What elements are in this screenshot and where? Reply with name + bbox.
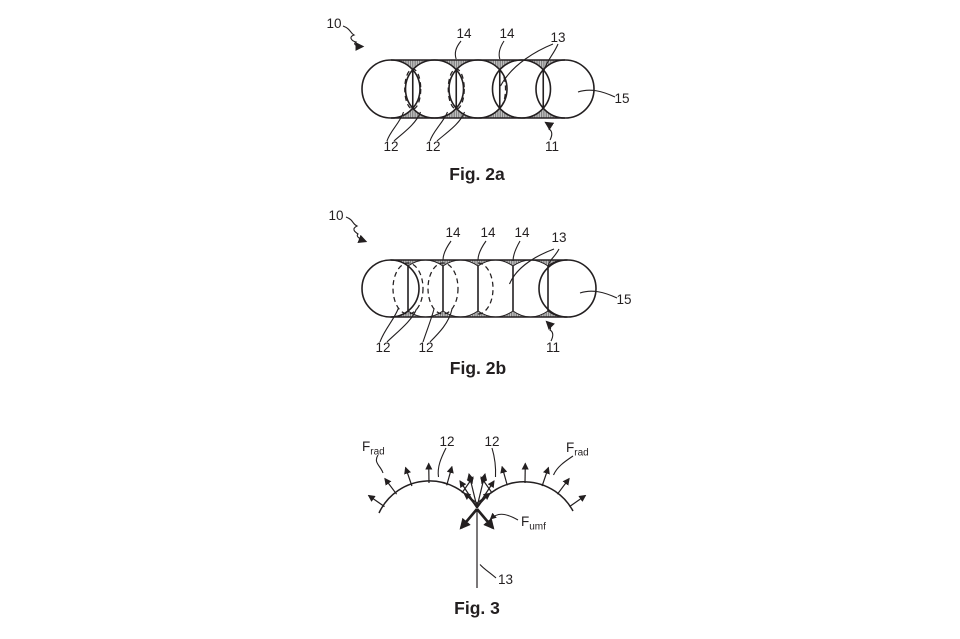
cusp-fan-arrows [459, 472, 495, 508]
leader-12b-left-2b [422, 308, 435, 343]
leader-13-long-2a [500, 43, 554, 87]
leader-12a-right-2b [386, 308, 418, 343]
ref-12a-2b: 12 [375, 340, 390, 355]
caption-fig-3: Fig. 3 [454, 598, 500, 618]
leader-lines-2a [342, 25, 616, 142]
junction-webs-2b [407, 266, 549, 311]
ref-11-2a: 11 [545, 139, 559, 154]
ref-11-2b: 11 [546, 340, 560, 355]
ref-12a-2a: 12 [383, 139, 398, 154]
leader-14c-2b [512, 240, 521, 262]
label-f-umf: Fumf [521, 514, 546, 533]
leader-15-2a [577, 89, 616, 98]
leader-14b-2b [477, 240, 487, 261]
leader-14a-2b [442, 240, 452, 261]
leader-12a-3 [437, 447, 447, 478]
ref-13-3: 13 [498, 572, 513, 587]
ref-15-2a: 15 [614, 91, 629, 106]
ref-12b-2a: 12 [425, 139, 440, 154]
junction-webs-2a [411, 69, 545, 109]
ref-13-2b: 13 [551, 230, 566, 245]
figure-2b: 10 14 14 14 13 15 12 12 11 Fig. 2b [328, 208, 631, 378]
ref-10-2a: 10 [326, 16, 341, 31]
leader-12b-right-2a [436, 111, 466, 142]
ref-14c-2b: 14 [514, 225, 530, 240]
leader-12b-right-2b [429, 308, 453, 343]
ref-12a-3: 12 [439, 434, 454, 449]
leader-13-short-2a [543, 43, 559, 72]
membrane-arc-right [476, 481, 574, 512]
leader-12b-3 [491, 447, 497, 478]
leader-10-2a [342, 25, 365, 51]
caption-fig-2a: Fig. 2a [449, 164, 505, 184]
label-f-rad-left: Frad [362, 439, 385, 458]
ref-15-2b: 15 [616, 292, 631, 307]
leader-13-3 [479, 564, 497, 579]
radial-arrows-right [463, 462, 587, 508]
leader-11-2b [545, 320, 555, 342]
ref-14b-2a: 14 [499, 26, 515, 41]
ref-12b-3: 12 [484, 434, 499, 449]
caption-fig-2b: Fig. 2b [450, 358, 506, 378]
leader-lines-2b [345, 216, 618, 343]
figure-2a: 10 14 14 13 15 12 12 11 Fig. 2a [326, 16, 629, 184]
leader-11-2a [544, 121, 555, 141]
leader-10-2b [345, 216, 368, 243]
leader-12a-left-2a [386, 111, 405, 142]
leader-frad-right [552, 455, 574, 476]
balloon-end-lobes-2b [361, 259, 597, 318]
leader-14a-2a [454, 40, 462, 60]
ref-14a-2b: 14 [445, 225, 461, 240]
dashed-fold-ellipses-2b [392, 262, 494, 315]
leader-12b-left-2a [429, 111, 449, 142]
balloon-lobes-2a [361, 59, 595, 119]
leader-lines-3 [375, 447, 574, 579]
dashed-fold-ellipses-2a [404, 68, 507, 110]
leader-fumf [489, 512, 519, 521]
leader-14b-2a [498, 40, 505, 60]
ref-12b-2b: 12 [418, 340, 433, 355]
leader-12a-right-2a [393, 111, 422, 142]
ref-14b-2b: 14 [480, 225, 496, 240]
leader-15-2b [579, 290, 618, 299]
leader-12a-left-2b [379, 307, 400, 343]
ref-13-2a: 13 [550, 30, 565, 45]
label-f-rad-right: Frad [566, 440, 589, 459]
leader-13-long-2b [508, 248, 555, 285]
membrane-arc-left [378, 480, 478, 514]
circumferential-force-arrows [459, 508, 495, 530]
ref-14a-2a: 14 [456, 26, 472, 41]
leader-13-short-2b [547, 248, 560, 267]
leader-frad-left [375, 454, 384, 474]
figure-3: Frad 12 12 Frad Fumf 13 Fig. 3 [362, 434, 589, 618]
ref-10-2b: 10 [328, 208, 343, 223]
